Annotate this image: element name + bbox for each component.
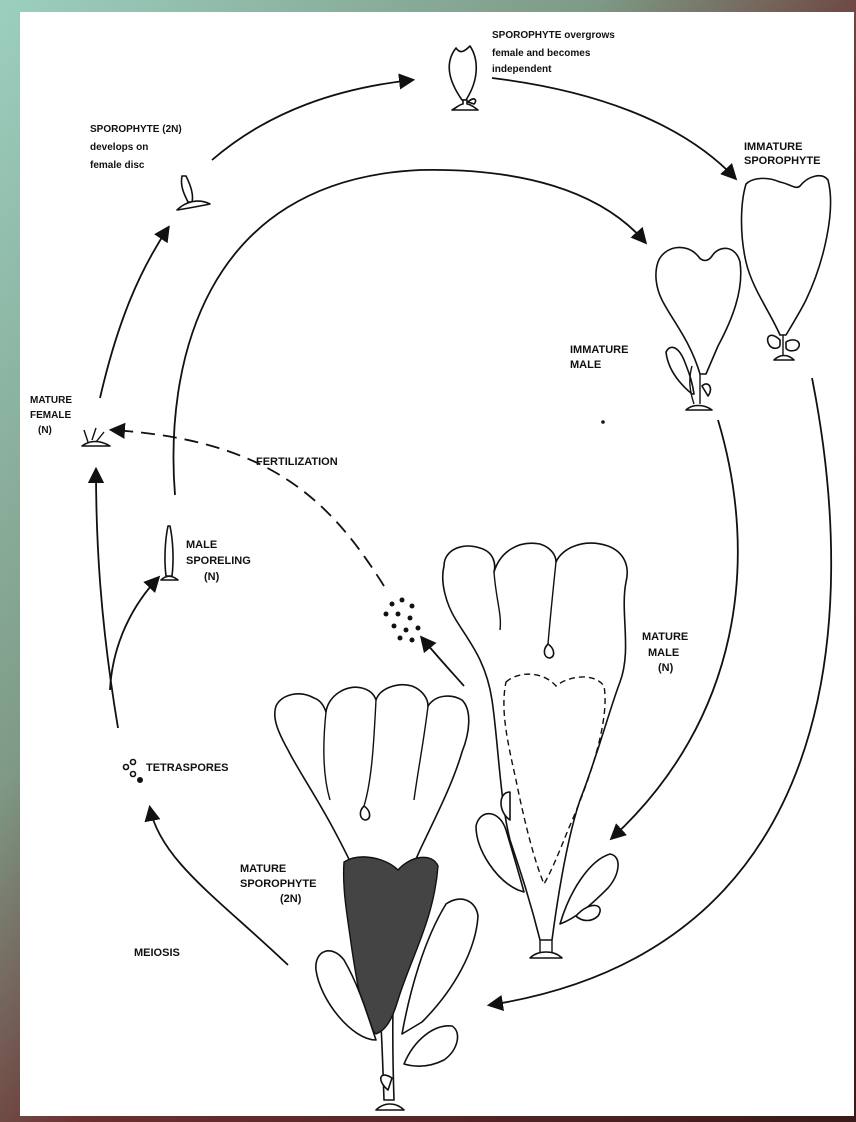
label-meiosis: MEIOSIS xyxy=(134,947,180,959)
male-sporeling-icon xyxy=(161,526,178,580)
label-tetraspores: TETRASPORES xyxy=(146,762,229,774)
tetraspores-icon xyxy=(124,760,144,784)
label-male-sporeling: MALE SPORELING (N) xyxy=(186,539,254,583)
label-mature-female: MATURE FEMALE (N) xyxy=(30,395,75,436)
sporophyte-develops-icon xyxy=(177,176,210,210)
arrow-immature-male-to-mature xyxy=(612,420,738,838)
label-sporophyte-independent: SPOROPHYTE overgrows female and becomes … xyxy=(492,30,618,75)
label-immature-sporophyte: IMMATURE SPOROPHYTE xyxy=(744,141,820,167)
label-fertilization: FERTILIZATION xyxy=(256,456,338,468)
label-mature-male: MATURE MALE (N) xyxy=(642,631,691,674)
arrow-male-to-sperm xyxy=(422,638,464,686)
label-immature-male: IMMATURE MALE xyxy=(570,344,632,371)
arrow-independent-to-immature-sporophyte xyxy=(492,78,735,178)
immature-male-icon xyxy=(656,247,741,410)
immature-sporophyte-icon xyxy=(742,176,831,360)
sperm-cluster-icon xyxy=(384,598,421,643)
arrow-develops-to-independent xyxy=(212,80,412,160)
label-sporophyte-develops: SPOROPHYTE (2N) develops on female disc xyxy=(90,124,184,171)
arrow-branch-to-sporeling xyxy=(110,578,158,690)
arrow-sporeling-to-immature-male xyxy=(173,170,645,495)
mature-sporophyte-icon xyxy=(275,685,478,1110)
mature-female-icon xyxy=(82,428,110,446)
label-mature-sporophyte: MATURE SPOROPHYTE (2N) xyxy=(240,863,319,905)
speck xyxy=(601,420,605,424)
arrow-female-to-develops xyxy=(100,228,168,398)
arrow-tetraspores-to-female xyxy=(96,470,118,728)
sporophyte-independent-icon xyxy=(449,46,478,110)
mature-male-icon xyxy=(443,543,627,958)
